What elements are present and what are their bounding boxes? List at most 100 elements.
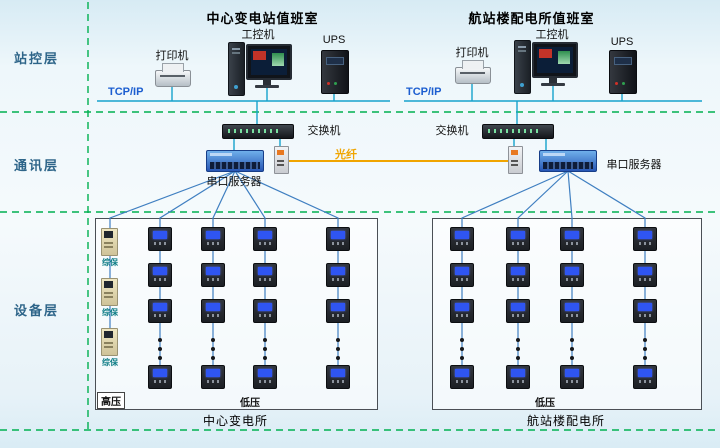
- protection-relay-icon: [101, 278, 118, 306]
- power-meter-icon: [148, 365, 172, 389]
- power-meter-icon: [253, 227, 277, 251]
- ellipsis-dot: [158, 338, 162, 342]
- protection-relay-icon: [101, 328, 118, 356]
- fiber-label: 光纤: [335, 149, 357, 161]
- ellipsis-dot: [263, 347, 267, 351]
- right-room-title: 航站楼配电所值班室: [468, 11, 595, 26]
- monitor-screen: [537, 47, 573, 73]
- power-meter-icon: [633, 365, 657, 389]
- power-meter-icon: [326, 227, 350, 251]
- monitor-screen: [251, 49, 287, 75]
- right-printer-label: 打印机: [455, 47, 489, 59]
- ups-icon: [321, 50, 349, 94]
- power-meter-icon: [633, 263, 657, 287]
- left-room-title: 中心变电站值班室: [206, 11, 319, 26]
- ellipsis-dot: [570, 356, 574, 360]
- power-meter-icon: [148, 227, 172, 251]
- power-meter-icon: [506, 227, 530, 251]
- power-meter-icon: [148, 299, 172, 323]
- branch-line: [212, 170, 236, 377]
- power-meter-icon: [148, 263, 172, 287]
- right-switch-label: 交换机: [435, 125, 469, 137]
- branch-line: [234, 170, 266, 377]
- power-meter-icon: [253, 263, 277, 287]
- ellipsis-dot: [263, 356, 267, 360]
- right-ups-label: UPS: [610, 36, 634, 48]
- left-substation-caption: 中心变电所: [202, 414, 268, 428]
- branch-line: [461, 170, 569, 377]
- ellipsis-dot: [570, 338, 574, 342]
- power-meter-icon: [506, 365, 530, 389]
- ellipsis-dot: [211, 356, 215, 360]
- branch-line: [517, 170, 569, 377]
- left-ups-label: UPS: [322, 34, 346, 46]
- pc-tower-icon: [514, 40, 531, 94]
- power-meter-icon: [560, 263, 584, 287]
- lv-tag: 低压: [535, 398, 555, 409]
- protection-relay-label: 综保: [102, 258, 118, 267]
- ellipsis-dot: [516, 338, 520, 342]
- left-pc-label: 工控机: [241, 29, 275, 41]
- power-meter-icon: [201, 227, 225, 251]
- serial-server-icon: [539, 150, 597, 172]
- power-meter-icon: [633, 227, 657, 251]
- power-meter-icon: [201, 299, 225, 323]
- ellipsis-dot: [336, 356, 340, 360]
- fiber-converter-icon: [274, 146, 289, 174]
- protection-relay-icon: [101, 228, 118, 256]
- ellipsis-dot: [336, 338, 340, 342]
- ellipsis-dot: [158, 347, 162, 351]
- layer-label-station: 站控层: [14, 51, 60, 66]
- right-serial-server-label: 串口服务器: [606, 159, 662, 171]
- ellipsis-dot: [263, 338, 267, 342]
- right-tcpip-label: TCP/IP: [406, 86, 442, 98]
- branch-line: [109, 170, 236, 350]
- power-meter-icon: [450, 263, 474, 287]
- ellipsis-dot: [211, 338, 215, 342]
- power-meter-icon: [253, 365, 277, 389]
- power-meter-icon: [506, 263, 530, 287]
- ellipsis-dot: [516, 347, 520, 351]
- power-meter-icon: [560, 299, 584, 323]
- power-meter-icon: [253, 299, 277, 323]
- ellipsis-dot: [211, 347, 215, 351]
- power-meter-icon: [326, 263, 350, 287]
- printer-icon: [455, 60, 491, 84]
- monitor-stand: [263, 80, 271, 85]
- power-meter-icon: [450, 299, 474, 323]
- serial-server-icon: [206, 150, 264, 172]
- ellipsis-dot: [570, 347, 574, 351]
- left-serial-server-label: 串口服务器: [206, 176, 262, 188]
- power-meter-icon: [506, 299, 530, 323]
- power-meter-icon: [560, 227, 584, 251]
- fiber-converter-icon: [508, 146, 523, 174]
- power-meter-icon: [560, 365, 584, 389]
- ellipsis-dot: [643, 356, 647, 360]
- power-meter-icon: [201, 365, 225, 389]
- power-meter-icon: [633, 299, 657, 323]
- branch-line: [234, 170, 339, 377]
- monitor-icon: [532, 42, 578, 78]
- power-meter-icon: [201, 263, 225, 287]
- right-pc-label: 工控机: [535, 29, 569, 41]
- ups-icon: [609, 50, 637, 94]
- power-meter-icon: [450, 227, 474, 251]
- right-substation-caption: 航站楼配电所: [526, 414, 605, 428]
- monitor-stand: [549, 78, 557, 83]
- protection-relay-label: 综保: [102, 358, 118, 367]
- ethernet-switch-icon: [482, 124, 554, 139]
- hv-tag: 高压: [97, 392, 125, 409]
- monitor-base: [255, 85, 279, 88]
- power-meter-icon: [326, 365, 350, 389]
- power-meter-icon: [450, 365, 474, 389]
- left-printer-label: 打印机: [155, 50, 189, 62]
- layer-label-comm: 通讯层: [14, 158, 60, 173]
- lv-tag: 低压: [240, 398, 260, 409]
- pc-tower-icon: [228, 42, 245, 96]
- ellipsis-dot: [516, 356, 520, 360]
- ellipsis-dot: [460, 338, 464, 342]
- ellipsis-dot: [460, 356, 464, 360]
- left-switch-label: 交换机: [307, 125, 341, 137]
- printer-icon: [155, 63, 191, 87]
